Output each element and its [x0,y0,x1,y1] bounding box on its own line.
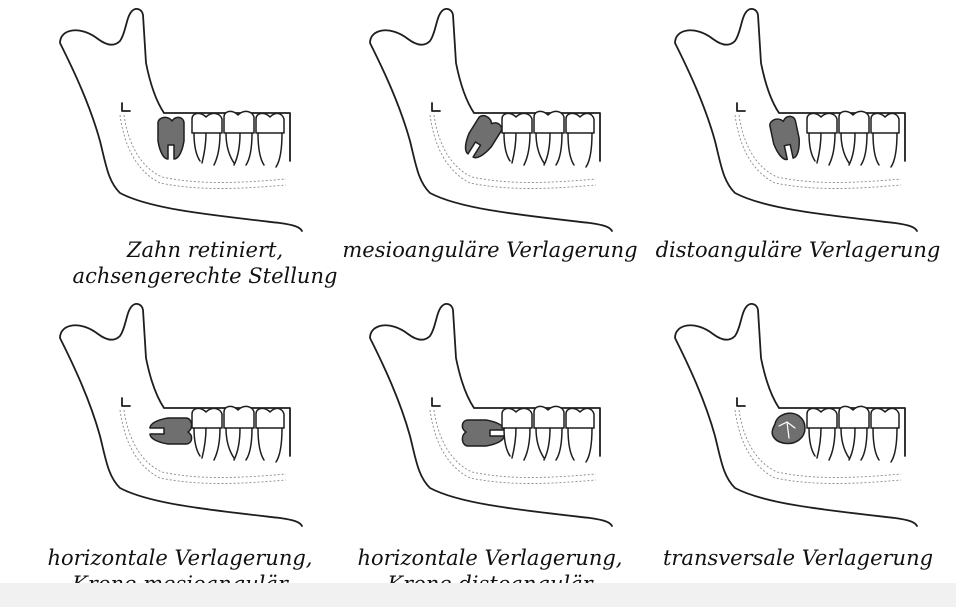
mandible-drawing-mesioangular [360,5,660,237]
caption-line: distoanguläre Verlagerung [648,237,948,263]
panel-horizontal-disto [360,300,660,532]
mandible-drawing-upright [50,5,350,237]
bottom-bar [0,583,956,607]
caption-line: horizontale Verlagerung, [340,545,640,571]
caption-line: mesioanguläre Verlagerung [340,237,640,263]
panel-transversal [665,300,956,532]
panel-distoangulaer [665,5,956,237]
molar-teeth-icon [192,111,284,167]
caption-mesioangulaer: mesioanguläre Verlagerung [340,237,640,263]
caption-line: achsengerechte Stellung [60,263,350,289]
caption-line: Zahn retiniert, [60,237,350,263]
caption-transversal: transversale Verlagerung [648,545,948,571]
wisdom-tooth-icon [772,413,805,443]
caption-distoangulaer: distoanguläre Verlagerung [648,237,948,263]
molar-teeth-icon [192,406,284,462]
mandible-drawing-transverse [665,300,956,532]
panel-horizontal-mesio [50,300,350,532]
wisdom-tooth-icon [150,418,192,444]
molar-teeth-icon [807,111,899,167]
mandible-drawing-horizontal-mesial [50,300,350,532]
wisdom-tooth-icon [460,113,504,162]
molar-teeth-icon [502,406,594,462]
wisdom-tooth-icon [462,420,504,446]
mandible-drawing-distoangular [665,5,956,237]
molar-teeth-icon [807,406,899,462]
caption-line: horizontale Verlagerung, [30,545,330,571]
mandible-drawing-horizontal-distal [360,300,660,532]
panel-zahn-retiniert [50,5,350,237]
molar-teeth-icon [502,111,594,167]
panel-mesioangulaer [360,5,660,237]
caption-zahn-retiniert: Zahn retiniert, achsengerechte Stellung [60,237,350,289]
wisdom-tooth-icon [158,117,184,159]
wisdom-tooth-icon [769,115,803,161]
caption-line: transversale Verlagerung [648,545,948,571]
